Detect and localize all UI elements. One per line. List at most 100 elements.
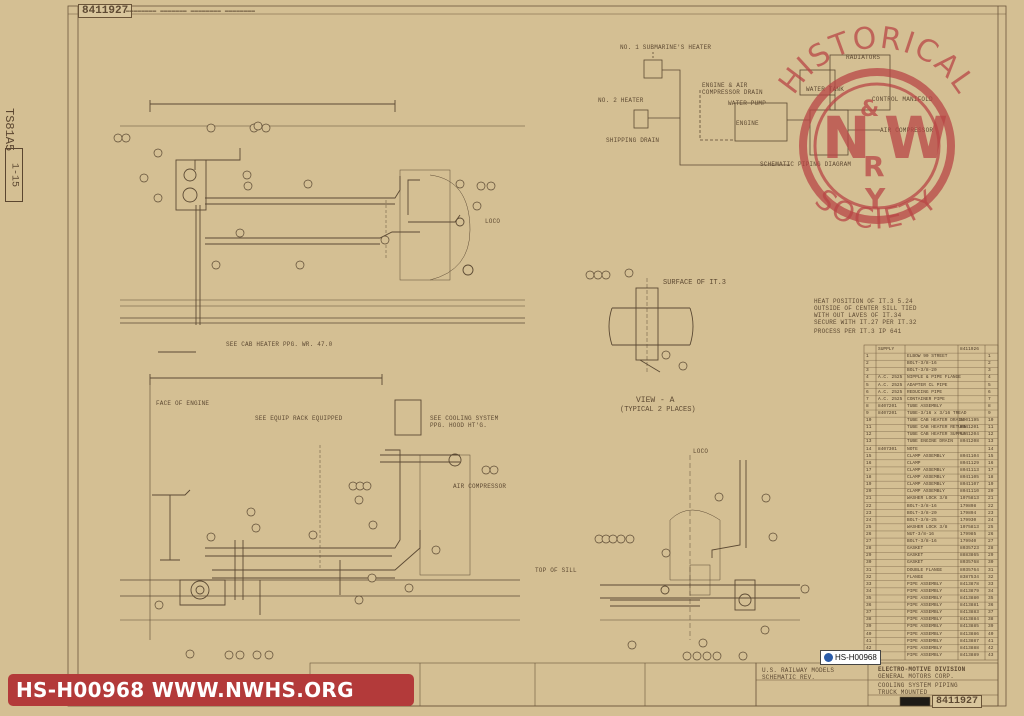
bom-cell: 27 bbox=[866, 539, 872, 545]
bom-cell: 42 bbox=[988, 645, 994, 651]
bom-cell: TUBE CAB HEATER SUPPLY bbox=[907, 432, 967, 438]
bom-cell: NUT-3/8-16 bbox=[907, 531, 935, 537]
bom-cell: 8041107 bbox=[960, 482, 979, 488]
bom-cell: 2 bbox=[866, 361, 869, 367]
nwhs-logo: HISTORICAL SOCIETY N & W R Y bbox=[772, 20, 980, 236]
bom-cell: 15 bbox=[866, 453, 872, 459]
header-notes: ▬▬▬▬▬▬▬▬ ▬▬▬▬▬▬▬ ▬▬▬▬▬▬▬▬ ▬▬▬▬▬▬▬▬ bbox=[126, 7, 256, 14]
bom-cell: 15 bbox=[988, 453, 994, 459]
bom-cell: 14 bbox=[866, 446, 872, 452]
bom-cell: 11 bbox=[988, 425, 994, 431]
item-balloons bbox=[113, 121, 810, 661]
bom-cell: PIPE ASSEMBLY bbox=[907, 588, 943, 594]
bom-cell: 28 bbox=[866, 546, 872, 552]
bom-cell: BOLT-3/8-16 bbox=[907, 539, 937, 545]
loco-centerline-2: LOCO bbox=[693, 448, 709, 455]
bom-cell: 30 bbox=[866, 560, 872, 566]
badge-icon bbox=[824, 653, 833, 662]
archive-badge: HS-H00968 bbox=[820, 650, 881, 665]
bom-cell: 36 bbox=[988, 603, 994, 609]
bom-cell: 23 bbox=[988, 510, 994, 516]
bom-cell: 12 bbox=[866, 432, 872, 438]
bom-cell: 4 bbox=[866, 375, 869, 381]
bom-cell: 8041104 bbox=[960, 453, 979, 459]
bom-cell: 1075813 bbox=[960, 496, 979, 502]
air-compressor-label: AIR COMPRESSOR bbox=[453, 483, 507, 490]
logo-top-text: HISTORICAL bbox=[772, 20, 980, 100]
bom-cell: PIPE ASSEMBLY bbox=[907, 638, 943, 644]
bom-cell: 10 bbox=[866, 418, 872, 424]
bom-cell: 179898 bbox=[960, 503, 977, 509]
bom-cell: 19 bbox=[866, 482, 872, 488]
bom-cell: 17 bbox=[866, 467, 872, 473]
bom-cell: 31 bbox=[866, 567, 872, 573]
bom-cell: CLAMP ASSEMBLY bbox=[907, 453, 945, 459]
bom-cell: 31 bbox=[988, 567, 994, 573]
bom-cell: 8407301 bbox=[878, 446, 897, 452]
schematic-label-heater1: NO. 1 SUBMARINE'S HEATER bbox=[620, 44, 712, 51]
schematic-piping-diagram bbox=[633, 52, 891, 166]
bom-cell: 26 bbox=[988, 531, 994, 537]
bom-cell: PIPE ASSEMBLY bbox=[907, 603, 943, 609]
bom-cell: WASHER LOCK 3/8 bbox=[907, 496, 948, 502]
bom-cell: 22 bbox=[988, 503, 994, 509]
elevation-view bbox=[120, 374, 520, 640]
schematic-label-engine-drain: ENGINE & AIR COMPRESSOR DRAIN bbox=[702, 82, 763, 96]
bom-cell: 39 bbox=[988, 624, 994, 630]
bom-cell: 38 bbox=[988, 617, 994, 623]
bom-cell: TUBE ENGINE DRAIN bbox=[907, 439, 953, 445]
bom-cell: 33 bbox=[988, 581, 994, 587]
bom-header-cell: 8411926 bbox=[960, 347, 979, 352]
bom-cell: 6 bbox=[866, 389, 869, 395]
schematic-label-drain: SHIPPING DRAIN bbox=[606, 137, 660, 144]
bom-cell: REDUCING PIPE bbox=[907, 389, 943, 395]
logo-letter-n: N bbox=[822, 104, 871, 172]
bom-cell: ADAPTER CL PIPE bbox=[907, 382, 948, 388]
bom-cell: BOLT-3/8-16 bbox=[907, 361, 937, 367]
loco-centerline-1: LOCO bbox=[485, 218, 501, 225]
bom-cell: 24 bbox=[988, 517, 994, 523]
bom-cell: 8413887 bbox=[960, 638, 979, 644]
bom-cell: 35 bbox=[988, 595, 994, 601]
bom-cell: 8035764 bbox=[960, 567, 979, 573]
bom-cell: 8413888 bbox=[960, 645, 979, 651]
bom-cell: 33 bbox=[866, 581, 872, 587]
bom-cell: 40 bbox=[988, 631, 994, 637]
schematic-label-water-pump: WATER PUMP bbox=[728, 100, 767, 107]
bom-cell: 8 bbox=[866, 403, 869, 409]
bom-cell: 32 bbox=[866, 574, 872, 580]
bom-cell: PIPE ASSEMBLY bbox=[907, 645, 943, 651]
bom-cell: 8413886 bbox=[960, 631, 979, 637]
bom-cell: CLAMP ASSEMBLY bbox=[907, 482, 945, 488]
bom-cell: A.C. 2525 bbox=[878, 389, 903, 395]
bom-cell: PIPE ASSEMBLY bbox=[907, 631, 943, 637]
bom-cell: 10 bbox=[988, 418, 994, 424]
bom-cell: 3 bbox=[988, 368, 991, 374]
bom-cell: 28 bbox=[988, 546, 994, 552]
bom-cell: CLAMP ASSEMBLY bbox=[907, 489, 945, 495]
bom-cell: CLAMP ASSEMBLY bbox=[907, 475, 945, 481]
bom-cell: CLAMP ASSEMBLY bbox=[907, 467, 945, 473]
bom-cell: 37 bbox=[866, 610, 872, 616]
bom-cell: 8041129 bbox=[960, 460, 979, 466]
bom-cell: 11 bbox=[866, 425, 872, 431]
see-equip-rack-label: SEE EQUIP RACK EQUIPPED bbox=[255, 415, 343, 422]
bom-cell: 8413889 bbox=[960, 652, 979, 658]
bom-cell: 5 bbox=[988, 382, 991, 388]
bom-cell: 16 bbox=[866, 460, 872, 466]
bom-cell: 34 bbox=[988, 588, 994, 594]
bom-cell: 9 bbox=[866, 411, 869, 417]
bom-cell: 5 bbox=[866, 382, 869, 388]
drawing-title-2: TRUCK MOUNTED bbox=[878, 689, 928, 696]
side-reference: TS81A5 bbox=[2, 108, 16, 152]
schematic-label-control-manifold: CONTROL MANIFOLD bbox=[872, 96, 933, 103]
bom-cell: 8041201 bbox=[960, 425, 979, 431]
view-a-detail bbox=[608, 278, 694, 373]
bom-cell: 8041105 bbox=[960, 475, 979, 481]
bom-cell: NIPPLE & PIPE FLANGE bbox=[907, 375, 962, 381]
view-a-subtitle: (TYPICAL 2 PLACES) bbox=[620, 406, 696, 414]
bom-cell: 37 bbox=[988, 610, 994, 616]
surface-label: SURFACE OF IT.3 bbox=[663, 279, 727, 287]
note-line-3: WITH OUT LAVES OF IT.34 bbox=[814, 312, 902, 319]
